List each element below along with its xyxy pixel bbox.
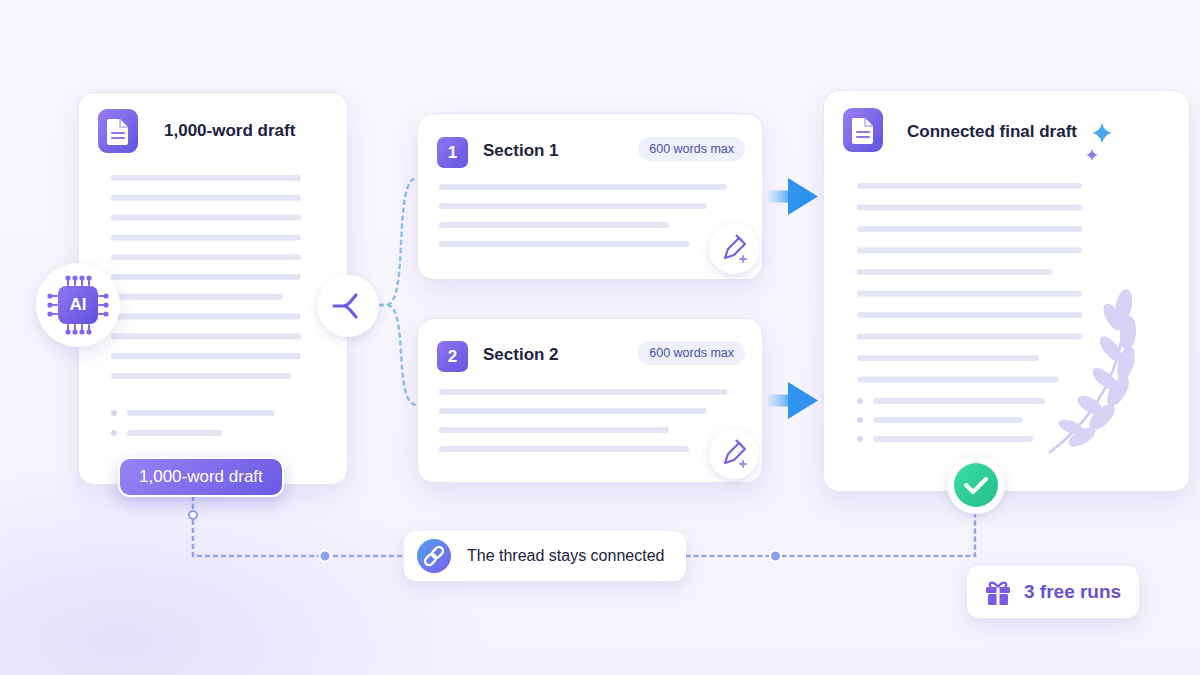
text-placeholder-line: [439, 427, 669, 433]
edit-pencil-icon: [709, 224, 759, 274]
split-icon: [317, 275, 379, 337]
text-placeholder-line: [111, 333, 301, 339]
text-placeholder-line: [111, 314, 301, 320]
text-placeholder-line: [127, 410, 275, 416]
dashed-line: [193, 497, 404, 556]
flow-arrow: [768, 178, 818, 215]
text-placeholder-line: [111, 195, 301, 201]
text-placeholder-line: [439, 203, 707, 209]
dashed-connector: [189, 497, 404, 562]
sparkle: [1086, 149, 1098, 161]
text-placeholder-line: [857, 355, 1039, 361]
bullet-dot: [857, 417, 863, 423]
ai-chip-circle: AI: [36, 263, 120, 347]
chip-pins: [48, 276, 107, 333]
text-placeholder-line: [111, 353, 301, 359]
text-placeholder-line: [857, 312, 1082, 318]
doc-icon: [98, 109, 138, 153]
free-runs-pill: 3 free runs: [967, 566, 1139, 618]
node-text: 3 free runs: [1024, 581, 1121, 603]
edit-pencil-icon: [709, 429, 759, 479]
connector-dot: [320, 551, 331, 562]
bullet-dot: [857, 436, 863, 442]
node-text: 2: [448, 347, 457, 367]
laurel-branch: [1049, 288, 1138, 453]
text-placeholder-line: [439, 184, 727, 190]
draft-badge: 1,000-word draft: [118, 457, 284, 497]
node-text: 1: [448, 143, 457, 163]
word-limit-pill: 600 words max: [638, 137, 745, 161]
node-text: AI: [58, 286, 98, 324]
text-placeholder-line: [857, 248, 1082, 254]
thread-pill: The thread stays connected: [404, 531, 686, 581]
text-placeholder-line: [857, 226, 1082, 232]
sparkle: [1092, 123, 1112, 143]
text-placeholder-line: [873, 436, 1033, 442]
bullet-dot: [111, 430, 117, 436]
text-placeholder-line: [111, 274, 301, 280]
arrowhead: [788, 382, 818, 419]
flow-arrow: [768, 382, 818, 419]
text-placeholder-line: [439, 222, 669, 228]
check-icon: [947, 456, 1005, 514]
dashed-line: [686, 492, 975, 556]
text-placeholder-line: [439, 241, 689, 247]
text-placeholder-line: [111, 254, 301, 260]
bullet-dot: [857, 398, 863, 404]
arrowhead: [788, 178, 818, 215]
text-placeholder-line: [857, 205, 1082, 211]
text-placeholder-line: [111, 215, 301, 221]
text-placeholder-line: [857, 183, 1082, 189]
text-placeholder-line: [873, 417, 1023, 423]
text-placeholder-line: [873, 398, 1045, 404]
section-card: Section 11600 words max: [417, 113, 763, 280]
section-number: 2: [437, 341, 468, 372]
text-placeholder-line: [111, 294, 283, 300]
text-placeholder-line: [111, 234, 301, 240]
node-text: 1,000-word draft: [164, 121, 347, 141]
node-text: Connected final draft: [907, 122, 1189, 142]
text-placeholder-line: [111, 175, 301, 181]
bullet-dot: [111, 410, 117, 416]
text-placeholder-line: [439, 408, 707, 414]
text-placeholder-line: [111, 373, 291, 379]
text-placeholder-line: [857, 291, 1082, 297]
text-placeholder-line: [439, 389, 727, 395]
card-illustration: [79, 93, 336, 486]
connector-dot: [770, 551, 781, 562]
gift-icon: [983, 577, 1013, 607]
card-illustration: [824, 91, 1134, 493]
node-text: 1,000-word draft: [139, 467, 263, 487]
draft-card: 1,000-word draft: [78, 92, 348, 485]
node-text: 600 words max: [649, 142, 734, 156]
doc-icon: [843, 108, 883, 152]
section-number: 1: [437, 137, 468, 168]
node-text: The thread stays connected: [467, 547, 664, 565]
link-icon: [417, 539, 451, 573]
node-text: 600 words max: [649, 346, 734, 360]
text-placeholder-line: [857, 269, 1052, 275]
text-placeholder-line: [127, 430, 222, 436]
final-draft-card: Connected final draft: [823, 90, 1190, 492]
text-placeholder-line: [857, 334, 1082, 340]
word-limit-pill: 600 words max: [638, 341, 745, 365]
section-card: Section 22600 words max: [417, 318, 763, 483]
text-placeholder-line: [857, 377, 1059, 383]
dashed-connector: [686, 492, 975, 562]
connector-dot: [189, 511, 197, 519]
text-placeholder-line: [439, 446, 689, 452]
